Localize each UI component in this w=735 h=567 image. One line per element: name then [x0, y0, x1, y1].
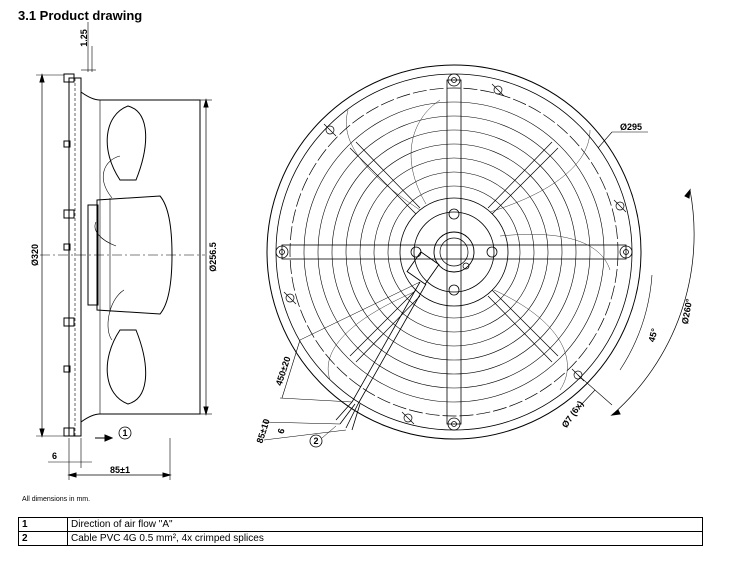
dim-strip-end: 6 [276, 427, 287, 435]
dim-overall-depth: 85±1 [110, 465, 130, 475]
side-housing [80, 91, 201, 423]
motor-hub [433, 231, 475, 273]
dim-bolt-circle: Ø260° [680, 298, 694, 325]
legend-number: 1 [18, 517, 68, 532]
legend-text: Cable PVC 4G 0.5 mm², 4x crimped splices [67, 531, 703, 546]
guard-spokes [349, 141, 559, 363]
dim-inner-diameter: Ø256.5 [208, 242, 218, 272]
legend-row: 2 Cable PVC 4G 0.5 mm², 4x crimped splic… [18, 531, 703, 546]
side-blade-top [106, 105, 147, 181]
terminal-box [406, 251, 440, 285]
vertical-strut [446, 79, 462, 425]
dim-flange-thickness: 1.25 [79, 29, 89, 47]
strut-screws [275, 73, 633, 431]
dim-cable-length: 450±20 [274, 355, 293, 387]
side-flange [68, 77, 82, 437]
side-bolts [63, 73, 75, 437]
motor-outline [399, 197, 509, 307]
dimensions-note: All dimensions in mm. [22, 496, 91, 503]
legend-text: Direction of air flow "A" [67, 517, 703, 532]
guard-ring-1 [303, 101, 605, 403]
section-heading: 3.1 Product drawing [18, 8, 143, 23]
legend-number: 2 [18, 531, 68, 546]
dim-guard-diameter: Ø295 [620, 122, 642, 132]
callout-airflow: 1 [122, 428, 127, 438]
dim-depth-offset: 6 [52, 451, 57, 461]
product-drawing: Ø320 Ø256.5 1.25 6 85±1 1 [30, 22, 695, 480]
dim-angle: 45° [647, 327, 660, 343]
legend-row: 1 Direction of air flow "A" [18, 517, 703, 532]
mounting-holes [283, 83, 627, 425]
bolt-circle-arc [611, 189, 695, 416]
side-blade-bottom [106, 329, 147, 405]
front-view [261, 64, 695, 448]
dim-cable-strip: 85±10 [255, 418, 272, 445]
side-view [36, 22, 212, 480]
callout-cable: 2 [313, 436, 318, 446]
flange-outer-ring [266, 64, 642, 440]
cable [335, 281, 427, 431]
legend-table: 1 Direction of air flow "A" 2 Cable PVC … [18, 517, 703, 546]
horizontal-strut [281, 244, 627, 260]
dim-outer-diameter: Ø320 [30, 244, 40, 266]
